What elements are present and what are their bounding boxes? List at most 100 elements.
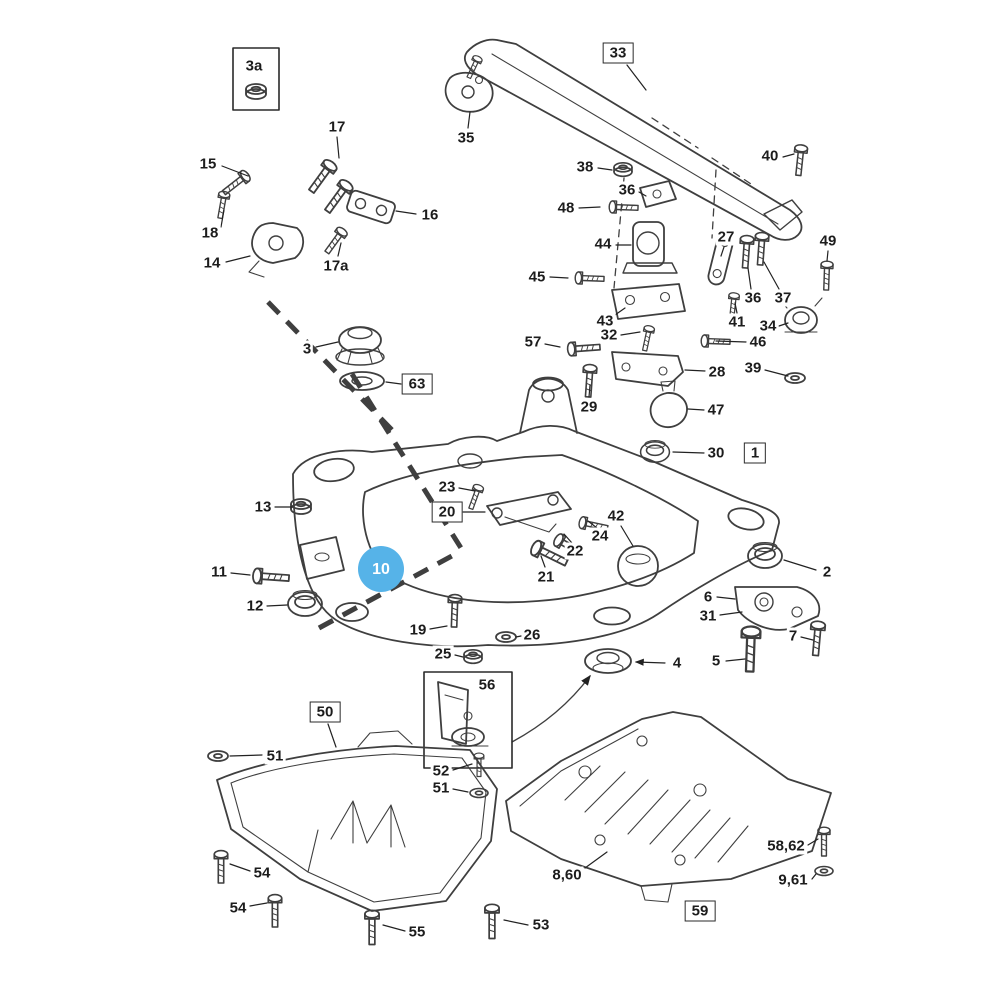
part-label-42[interactable]: 42 <box>605 507 627 525</box>
part-label-28[interactable]: 28 <box>706 363 728 381</box>
leader-line-38 <box>597 167 613 171</box>
leader-line-52 <box>452 763 473 771</box>
part-label-30[interactable]: 30 <box>705 444 727 462</box>
lower-right-mount-assembly <box>734 541 827 673</box>
part-label-3[interactable]: 3 <box>300 340 314 358</box>
leader-line-36b <box>747 267 752 290</box>
part-label-51a[interactable]: 51 <box>264 747 286 765</box>
part-label-24[interactable]: 24 <box>589 527 611 545</box>
part-label-12[interactable]: 12 <box>244 597 266 615</box>
leader-line-27 <box>720 246 725 257</box>
skid-plate-right <box>505 711 834 903</box>
part-label-9-61[interactable]: 9,61 <box>776 871 810 889</box>
part-label-11[interactable]: 11 <box>209 563 229 581</box>
part-label-27[interactable]: 27 <box>715 228 737 246</box>
crossmember-assembly <box>444 38 834 291</box>
part-label-31[interactable]: 31 <box>697 607 719 625</box>
part-label-20[interactable]: 20 <box>431 501 463 523</box>
part-label-52[interactable]: 52 <box>430 762 452 780</box>
part-label-50[interactable]: 50 <box>309 701 341 723</box>
part-label-19[interactable]: 19 <box>407 621 429 639</box>
leader-line-58-62 <box>807 838 819 846</box>
part-label-17[interactable]: 17 <box>326 118 348 136</box>
part-label-40[interactable]: 40 <box>759 147 781 165</box>
leader-line-43 <box>614 307 626 316</box>
part-label-22[interactable]: 22 <box>564 542 586 560</box>
leader-line-41 <box>734 302 738 314</box>
leader-line-51a <box>229 754 263 757</box>
part-label-45[interactable]: 45 <box>526 268 548 286</box>
leader-line-55 <box>382 924 406 932</box>
part-label-1[interactable]: 1 <box>743 442 767 464</box>
leader-line-45 <box>549 276 569 279</box>
leader-line-34 <box>778 322 789 327</box>
part-label-26[interactable]: 26 <box>521 626 543 644</box>
part-label-32[interactable]: 32 <box>598 326 620 344</box>
leader-line-29 <box>588 384 591 398</box>
part-label-13[interactable]: 13 <box>252 498 274 516</box>
upper-left-mount-assembly <box>213 156 396 278</box>
leader-line-32 <box>620 331 641 336</box>
part-label-59[interactable]: 59 <box>684 900 716 922</box>
part-label-8-60[interactable]: 8,60 <box>550 866 584 884</box>
leader-line-18 <box>220 209 225 228</box>
leader-line-54a <box>229 863 251 872</box>
part-label-33[interactable]: 33 <box>602 42 634 64</box>
spacer-ring-63 <box>339 371 385 391</box>
part-label-18[interactable]: 18 <box>199 224 221 242</box>
part-label-41[interactable]: 41 <box>726 313 748 331</box>
part-label-43[interactable]: 43 <box>594 312 616 330</box>
part-label-36a[interactable]: 36 <box>616 181 638 199</box>
inset-box-3a <box>232 47 280 111</box>
leader-line-30 <box>672 451 705 454</box>
part-label-35[interactable]: 35 <box>455 129 477 147</box>
part-label-29[interactable]: 29 <box>578 398 600 416</box>
part-label-55[interactable]: 55 <box>406 923 428 941</box>
part-label-39[interactable]: 39 <box>742 359 764 377</box>
part-label-14[interactable]: 14 <box>201 254 223 272</box>
part-label-54a[interactable]: 54 <box>251 864 273 882</box>
leader-line-25 <box>454 654 464 658</box>
part-label-10[interactable]: 10 <box>358 546 404 592</box>
part-label-23[interactable]: 23 <box>436 478 458 496</box>
part-label-38[interactable]: 38 <box>574 158 596 176</box>
part-label-4[interactable]: 4 <box>670 654 684 672</box>
part-label-63[interactable]: 63 <box>401 373 433 395</box>
part-label-17a[interactable]: 17a <box>321 257 351 275</box>
part-label-5[interactable]: 5 <box>709 652 723 670</box>
part-label-46[interactable]: 46 <box>747 333 769 351</box>
leader-line-48 <box>578 206 601 209</box>
part-label-15[interactable]: 15 <box>197 155 219 173</box>
part-label-21[interactable]: 21 <box>535 568 557 586</box>
part-label-47[interactable]: 47 <box>705 401 727 419</box>
leader-line-28 <box>684 369 706 372</box>
part-label-7[interactable]: 7 <box>786 627 800 645</box>
part-label-2[interactable]: 2 <box>820 563 834 581</box>
part-label-48[interactable]: 48 <box>555 199 577 217</box>
leader-line-31 <box>719 611 743 616</box>
part-label-51b[interactable]: 51 <box>430 779 452 797</box>
leader-line-24 <box>587 520 598 529</box>
leader-line-3 <box>315 341 339 348</box>
part-label-6[interactable]: 6 <box>701 588 715 606</box>
leader-line-19 <box>429 625 448 630</box>
part-label-49[interactable]: 49 <box>817 232 839 250</box>
part-label-16[interactable]: 16 <box>419 206 441 224</box>
part-label-37[interactable]: 37 <box>772 289 794 307</box>
leader-line-17a <box>337 242 342 257</box>
part-label-3a[interactable]: 3a <box>243 57 265 75</box>
part-label-54b[interactable]: 54 <box>227 899 249 917</box>
part-label-25[interactable]: 25 <box>432 645 454 663</box>
part-label-58-62[interactable]: 58,62 <box>765 837 807 855</box>
part-label-57[interactable]: 57 <box>522 333 544 351</box>
subframe <box>292 424 780 648</box>
part-label-44[interactable]: 44 <box>592 235 614 253</box>
leader-line-33 <box>626 64 647 91</box>
leader-line-50 <box>327 723 337 748</box>
part-label-56[interactable]: 56 <box>476 676 498 694</box>
part-label-34[interactable]: 34 <box>757 317 779 335</box>
part-label-36b[interactable]: 36 <box>742 289 764 307</box>
leader-line-12 <box>266 604 288 607</box>
leader-line-17 <box>336 136 340 159</box>
part-label-53[interactable]: 53 <box>530 916 552 934</box>
